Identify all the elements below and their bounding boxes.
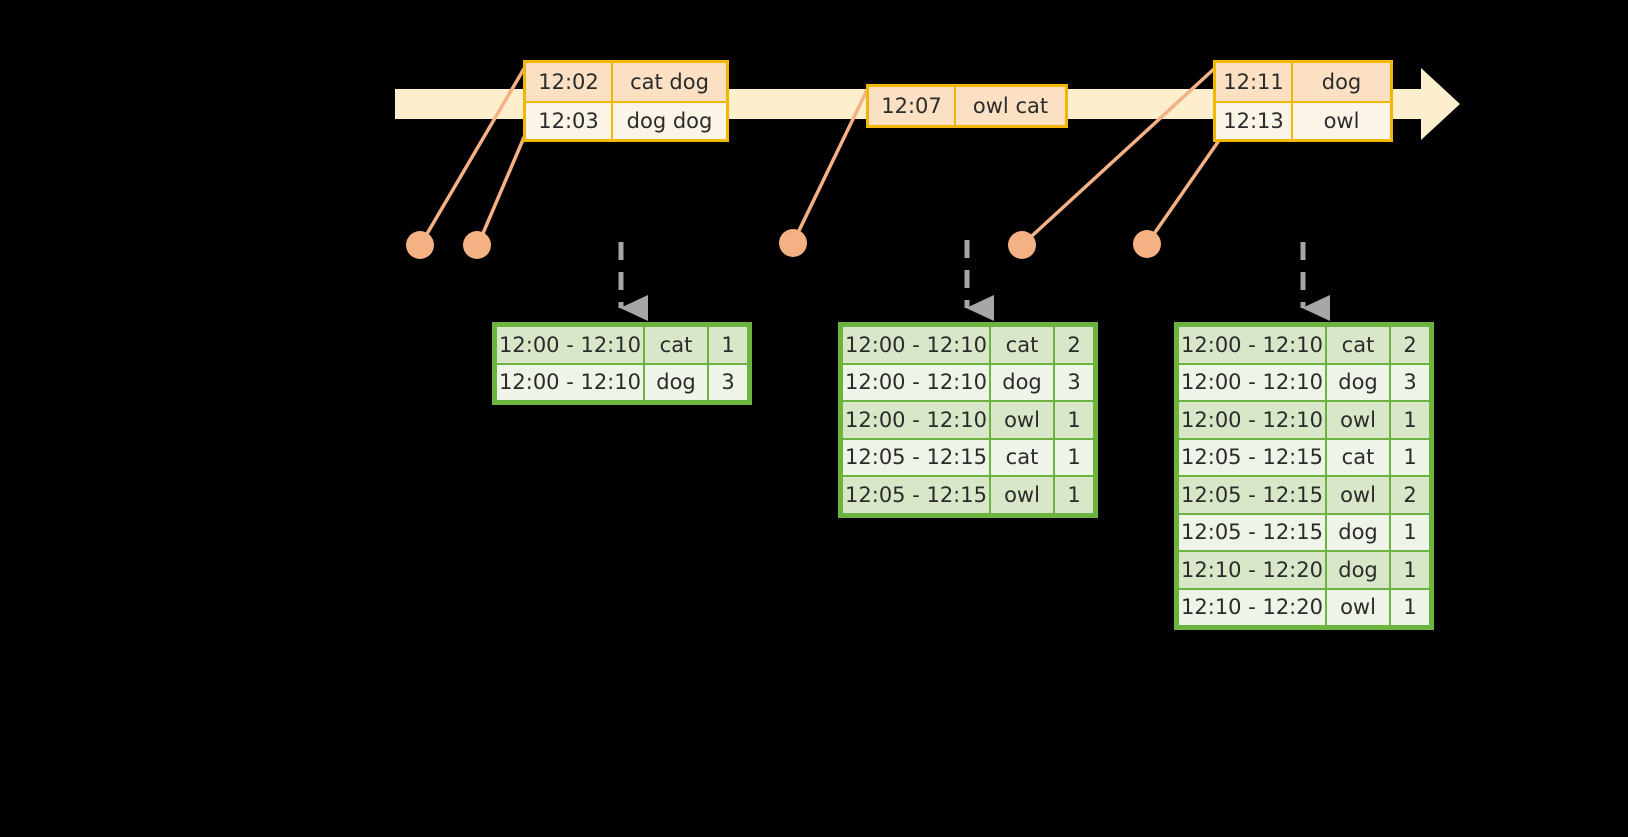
event-words: owl [1293, 103, 1390, 139]
connector-line-2 [476, 133, 527, 247]
cell-count: 1 [1054, 476, 1094, 514]
cell-word: owl [990, 476, 1054, 514]
event-row[interactable]: 12:02 cat dog [526, 63, 726, 101]
cell-word: owl [1326, 588, 1390, 626]
event-words: cat dog [613, 63, 726, 101]
cell-word: cat [1326, 438, 1390, 476]
cell-word: dog [644, 363, 708, 401]
cell-word: owl [990, 401, 1054, 439]
cell-word: dog [1326, 363, 1390, 401]
event-row[interactable]: 12:13 owl [1216, 101, 1390, 139]
cell-window: 12:05 - 12:15 [842, 476, 990, 514]
event-words: owl cat [956, 87, 1065, 125]
cell-window: 12:05 - 12:15 [1178, 438, 1326, 476]
event-time: 12:11 [1216, 63, 1293, 101]
cell-count: 2 [1054, 326, 1094, 364]
cell-count: 1 [1390, 401, 1430, 439]
cell-window: 12:00 - 12:10 [842, 401, 990, 439]
event-group-3[interactable]: 12:11 dog 12:13 owl [1213, 60, 1393, 142]
event-dot-5[interactable] [1133, 230, 1161, 258]
cell-window: 12:00 - 12:10 [496, 326, 644, 364]
cell-window: 12:05 - 12:15 [1178, 513, 1326, 551]
cell-word: cat [990, 438, 1054, 476]
cell-count: 1 [1054, 401, 1094, 439]
event-row[interactable]: 12:03 dog dog [526, 101, 726, 139]
table-pointer-arrows [618, 240, 1331, 322]
cell-word: owl [1326, 476, 1390, 514]
cell-window: 12:00 - 12:10 [496, 363, 644, 401]
event-words: dog dog [613, 103, 726, 139]
cell-count: 3 [1390, 363, 1430, 401]
cell-word: owl [1326, 401, 1390, 439]
cell-word: dog [990, 363, 1054, 401]
cell-count: 3 [1054, 363, 1094, 401]
cell-word: cat [990, 326, 1054, 364]
cell-word: dog [1326, 513, 1390, 551]
cell-count: 1 [1390, 513, 1430, 551]
event-time: 12:02 [526, 63, 613, 101]
connector-line-3 [791, 84, 871, 245]
event-time: 12:13 [1216, 103, 1293, 139]
event-dot-2[interactable] [463, 231, 491, 259]
cell-window: 12:05 - 12:15 [1178, 476, 1326, 514]
event-time: 12:03 [526, 103, 613, 139]
cell-count: 3 [708, 363, 748, 401]
cell-count: 1 [1054, 438, 1094, 476]
event-group-2[interactable]: 12:07 owl cat [866, 84, 1068, 128]
cell-count: 1 [1390, 588, 1430, 626]
cell-window: 12:05 - 12:15 [842, 438, 990, 476]
event-row[interactable]: 12:11 dog [1216, 63, 1390, 101]
connector-line-1 [419, 65, 527, 246]
event-group-1[interactable]: 12:02 cat dog 12:03 dog dog [523, 60, 729, 142]
cell-window: 12:10 - 12:20 [1178, 588, 1326, 626]
cell-count: 2 [1390, 476, 1430, 514]
cell-window: 12:00 - 12:10 [842, 363, 990, 401]
cell-window: 12:10 - 12:20 [1178, 551, 1326, 589]
cell-count: 2 [1390, 326, 1430, 364]
cell-count: 1 [1390, 438, 1430, 476]
cell-window: 12:00 - 12:10 [842, 326, 990, 364]
cell-window: 12:00 - 12:10 [1178, 401, 1326, 439]
cell-window: 12:00 - 12:10 [1178, 363, 1326, 401]
event-time: 12:07 [869, 87, 956, 125]
connector-line-5 [1145, 137, 1222, 246]
event-words: dog [1293, 63, 1390, 101]
cell-word: dog [1326, 551, 1390, 589]
cell-window: 12:00 - 12:10 [1178, 326, 1326, 364]
cell-count: 1 [1390, 551, 1430, 589]
cell-word: cat [1326, 326, 1390, 364]
event-row[interactable]: 12:07 owl cat [869, 87, 1065, 125]
event-dot-group [406, 229, 1161, 259]
event-dot-3[interactable] [779, 229, 807, 257]
event-dot-4[interactable] [1008, 231, 1036, 259]
event-dot-1[interactable] [406, 231, 434, 259]
cell-count: 1 [708, 326, 748, 364]
cell-word: cat [644, 326, 708, 364]
